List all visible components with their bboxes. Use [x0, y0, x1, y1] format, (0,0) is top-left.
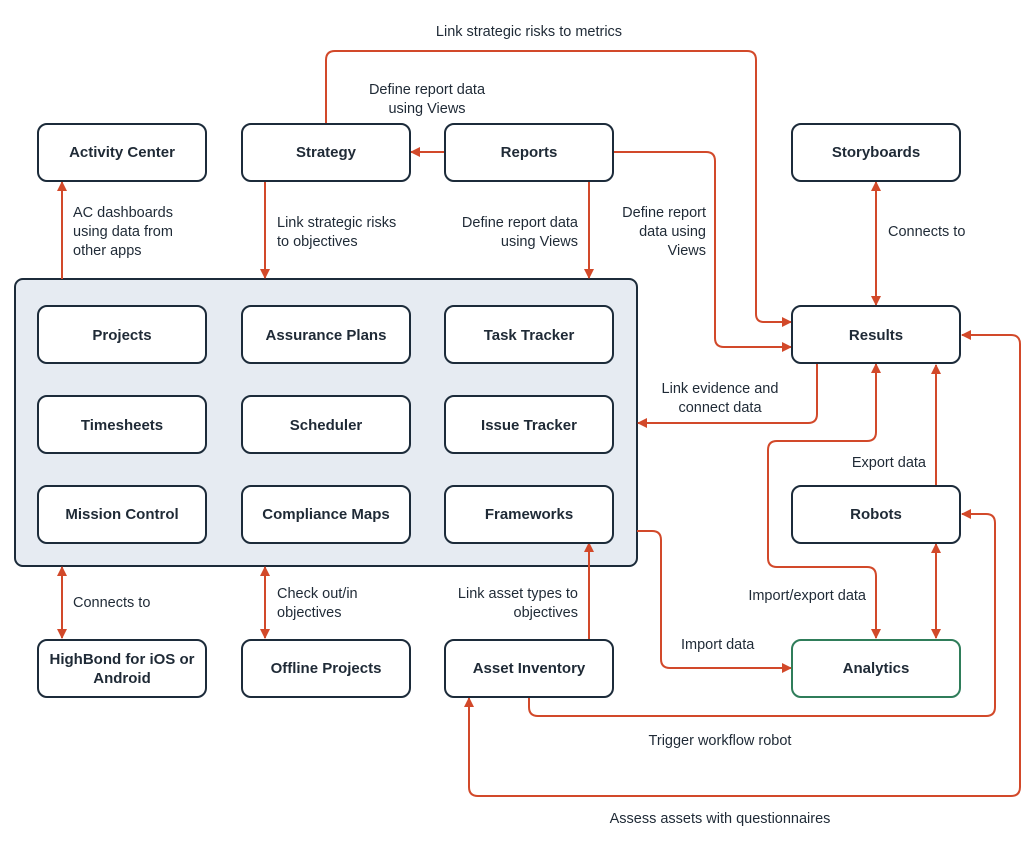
label-group-highbond: Connects to	[73, 595, 150, 611]
node-strategy[interactable]: Strategy	[241, 123, 411, 182]
svg-text:Reports: Reports	[501, 144, 558, 161]
label-strategy-results: Link strategic risks to metrics	[436, 24, 622, 40]
svg-text:Assurance Plans: Assurance Plans	[266, 327, 387, 344]
svg-text:Issue Tracker: Issue Tracker	[481, 417, 577, 434]
node-highbond-mobile[interactable]: HighBond for iOS or Android	[37, 639, 207, 698]
label-results-asset: Assess assets with questionnaires	[610, 811, 831, 827]
node-robots[interactable]: Robots	[791, 485, 961, 544]
label-reports-results: Define report	[622, 205, 706, 221]
svg-text:Results: Results	[849, 327, 903, 344]
label-storyboards-results: Connects to	[888, 224, 965, 240]
node-asset-inventory[interactable]: Asset Inventory	[444, 639, 614, 698]
node-task-tracker[interactable]: Task Tracker	[444, 305, 614, 364]
svg-text:Task Tracker: Task Tracker	[484, 327, 575, 344]
label-ac-dashboards: AC dashboards	[73, 205, 173, 221]
label-group-offline: Check out/in	[277, 586, 358, 602]
svg-text:Asset Inventory: Asset Inventory	[473, 660, 586, 677]
svg-text:Storyboards: Storyboards	[832, 144, 920, 161]
label-robots-results: Export data	[852, 455, 927, 471]
label-reports-strategy: using Views	[388, 101, 465, 117]
label-reports-results: data using	[639, 224, 706, 240]
label-reports-results: Views	[668, 243, 706, 259]
svg-text:Scheduler: Scheduler	[290, 417, 363, 434]
node-results[interactable]: Results	[791, 305, 961, 364]
label-reports-group: Define report data	[462, 215, 579, 231]
label-strategy-group: to objectives	[277, 234, 358, 250]
label-group-analytics: Import data	[681, 637, 755, 653]
label-results-group: connect data	[678, 400, 762, 416]
edge-labels: Link strategic risks to metrics Define r…	[73, 24, 965, 827]
node-assurance-plans[interactable]: Assurance Plans	[241, 305, 411, 364]
node-analytics[interactable]: Analytics	[791, 639, 961, 698]
connectors	[57, 50, 1021, 797]
edge-strategy-results	[325, 50, 792, 327]
svg-text:Robots: Robots	[850, 506, 902, 523]
label-asset-frameworks: objectives	[514, 605, 578, 621]
node-compliance-maps[interactable]: Compliance Maps	[241, 485, 411, 544]
label-results-group: Link evidence and	[662, 381, 779, 397]
node-offline-projects[interactable]: Offline Projects	[241, 639, 411, 698]
node-activity-center[interactable]: Activity Center	[37, 123, 207, 182]
svg-text:Offline Projects: Offline Projects	[271, 660, 382, 677]
node-storyboards[interactable]: Storyboards	[791, 123, 961, 182]
label-reports-group: using Views	[501, 234, 578, 250]
node-frameworks[interactable]: Frameworks	[444, 485, 614, 544]
label-group-offline: objectives	[277, 605, 341, 621]
node-projects[interactable]: Projects	[37, 305, 207, 364]
svg-text:Strategy: Strategy	[296, 144, 357, 161]
label-strategy-group: Link strategic risks	[277, 215, 396, 231]
svg-text:Analytics: Analytics	[843, 660, 910, 677]
node-issue-tracker[interactable]: Issue Tracker	[444, 395, 614, 454]
svg-text:Frameworks: Frameworks	[485, 506, 573, 523]
edge-results-asset	[464, 330, 1021, 797]
label-asset-robots: Trigger workflow robot	[649, 733, 792, 749]
node-mission-control[interactable]: Mission Control	[37, 485, 207, 544]
svg-text:Projects: Projects	[92, 327, 151, 344]
label-asset-frameworks: Link asset types to	[458, 586, 578, 602]
svg-text:HighBond for iOS or: HighBond for iOS or	[50, 651, 195, 668]
label-robots-analytics: Import/export data	[748, 588, 867, 604]
edge-asset-robots	[528, 509, 996, 717]
svg-text:Android: Android	[93, 670, 151, 687]
label-reports-strategy: Define report data	[369, 82, 486, 98]
svg-text:Compliance Maps: Compliance Maps	[262, 506, 390, 523]
svg-text:Timesheets: Timesheets	[81, 417, 163, 434]
node-scheduler[interactable]: Scheduler	[241, 395, 411, 454]
svg-text:Mission Control: Mission Control	[65, 506, 178, 523]
label-ac-dashboards: other apps	[73, 243, 142, 259]
node-timesheets[interactable]: Timesheets	[37, 395, 207, 454]
label-ac-dashboards: using data from	[73, 224, 173, 240]
node-reports[interactable]: Reports	[444, 123, 614, 182]
svg-text:Activity Center: Activity Center	[69, 144, 175, 161]
